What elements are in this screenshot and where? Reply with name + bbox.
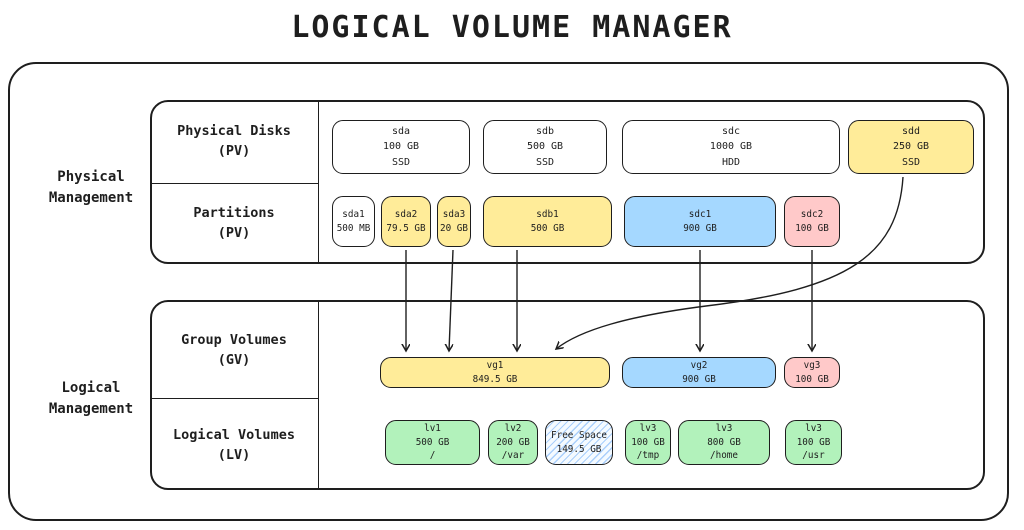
partition-size: 500 GB [530,222,565,234]
partition-sdc2: sdc2 100 GB [784,196,840,247]
lv-name: Free Space [551,430,607,442]
vg-size: 900 GB [682,373,716,385]
volume-group-vg2: vg2 900 GB [622,357,776,388]
lv-size: 100 GB [796,436,831,448]
partition-name: sdc2 [800,209,824,221]
partition-sdc1: sdc1 900 GB [624,196,776,247]
logical-panel-divider-horizontal [151,398,319,399]
outer-frame [8,62,1009,521]
disk-kind: HDD [721,156,741,168]
physical-management-label: Physical Management [48,169,134,206]
disk-size: 500 GB [526,141,564,153]
vg-name: vg2 [690,360,708,372]
disk-name: sdc [721,125,741,137]
vg-size: 849.5 GB [472,373,518,385]
lv-mount: / [429,450,436,462]
lv-mount: /var [501,450,525,462]
logical-panel-divider-vertical [318,300,319,490]
vg-size: 100 GB [795,373,829,385]
disk-sda: sda 100 GB SSD [332,120,470,174]
diagram-title: LOGICAL VOLUME MANAGER [291,10,733,45]
disk-sdd: sdd 250 GB SSD [848,120,974,174]
disk-sdc: sdc 1000 GB HDD [622,120,840,174]
disk-size: 100 GB [382,141,420,153]
lv-name: lv1 [424,423,441,435]
lv-name: lv3 [715,423,733,435]
lv-name: lv3 [805,423,822,435]
vg-name: vg1 [486,360,504,372]
physical-disks-row-label: Physical Disks (PV) [177,123,291,160]
disk-size: 1000 GB [709,141,753,153]
partition-name: sdb1 [536,209,559,221]
partition-sda1: sda1 500 MB [332,196,375,247]
partition-name: sda1 [342,209,365,221]
logical-volume-lv2: lv2 200 GB /var [488,420,538,465]
logical-volume-lv3-home: lv3 800 GB /home [678,420,770,465]
disk-name: sda [391,125,411,137]
disk-kind: SSD [535,156,555,168]
vg-name: vg3 [803,360,821,372]
disk-kind: SSD [391,156,411,168]
free-space: Free Space 149.5 GB [545,420,613,465]
lv-name: lv3 [639,423,657,435]
group-volumes-row-label: Group Volumes (GV) [181,332,287,369]
partition-sdb1: sdb1 500 GB [483,196,612,247]
lv-size: 800 GB [707,436,741,448]
physical-panel-divider-horizontal [151,183,319,184]
logical-management-label: Logical Management [48,380,134,417]
partition-sda2: sda2 79.5 GB [381,196,431,247]
logical-volume-lv1: lv1 500 GB / [385,420,480,465]
lv-mount: /usr [802,450,825,462]
partition-size: 79.5 GB [386,222,426,234]
disk-size: 250 GB [892,141,930,153]
lv-mount: /tmp [636,450,660,462]
partition-name: sdc1 [688,209,712,221]
logical-volume-lv3-usr: lv3 100 GB /usr [785,420,842,465]
lv-size: 149.5 GB [556,443,602,455]
lv-size: 500 GB [415,436,450,448]
lv-size: 100 GB [631,436,665,448]
volume-group-vg3: vg3 100 GB [784,357,840,388]
logical-volume-lv3-tmp: lv3 100 GB /tmp [625,420,671,465]
partition-size: 100 GB [795,222,829,234]
lv-name: lv2 [504,423,522,435]
disk-name: sdd [901,125,921,137]
partition-size: 500 MB [336,222,371,234]
partition-size: 900 GB [683,222,717,234]
partitions-row-label: Partitions (PV) [193,205,275,242]
partition-size: 20 GB [440,222,468,234]
disk-name: sdb [535,125,555,137]
partition-name: sda2 [394,209,418,221]
lv-size: 200 GB [496,436,530,448]
lv-mount: /home [710,450,738,462]
partition-sda3: sda3 20 GB [437,196,471,247]
disk-kind: SSD [901,156,921,168]
logical-volumes-row-label: Logical Volumes (LV) [173,427,295,464]
partition-name: sda3 [442,209,466,221]
disk-sdb: sdb 500 GB SSD [483,120,607,174]
physical-panel-divider-vertical [318,100,319,264]
volume-group-vg1: vg1 849.5 GB [380,357,610,388]
